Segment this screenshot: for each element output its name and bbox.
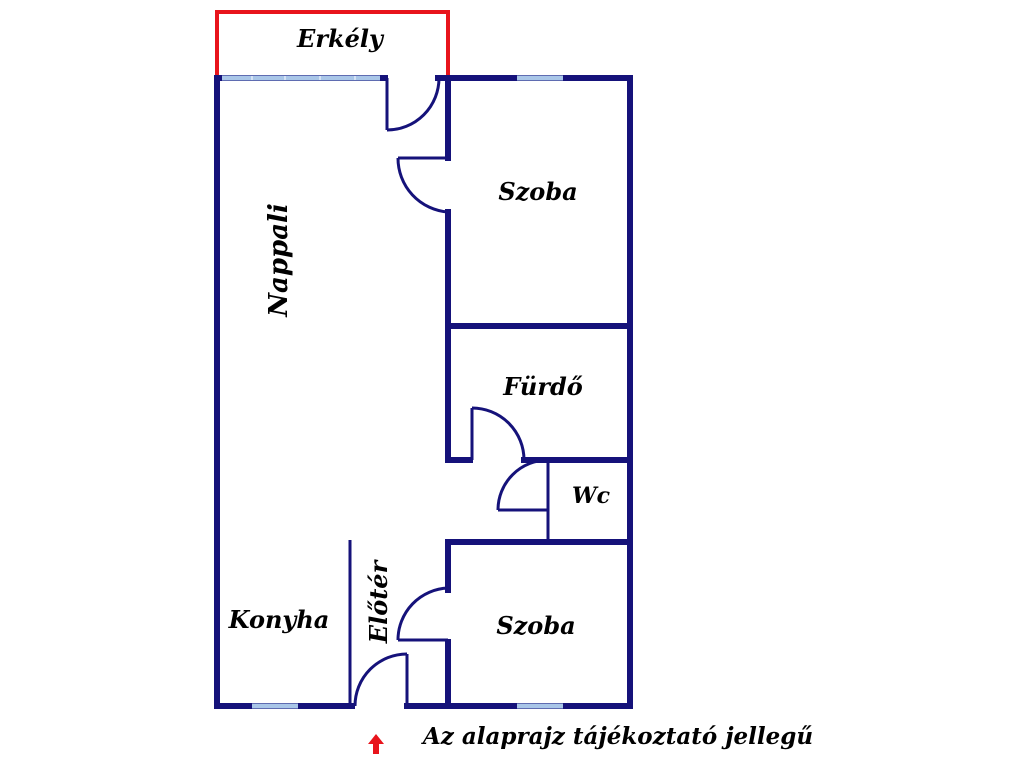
windows xyxy=(222,75,563,709)
room-door-bottom xyxy=(396,586,449,642)
room-label-szoba-bottom: Szoba xyxy=(496,611,575,640)
entrance-arrow-icon xyxy=(368,734,384,754)
doors xyxy=(353,77,549,707)
room-label-wc: Wc xyxy=(572,483,611,509)
balcony-door xyxy=(385,77,441,132)
room-door-top xyxy=(396,156,449,214)
wc-door xyxy=(496,458,549,512)
room-label-erkely: Erkély xyxy=(296,24,385,53)
room-label-eloter: Előtér xyxy=(364,558,393,644)
room-label-nappali: Nappali xyxy=(264,203,294,318)
disclaimer-note: Az alaprajz tájékoztató jellegű xyxy=(421,723,813,750)
room-label-szoba-top: Szoba xyxy=(498,177,577,206)
balcony-outline xyxy=(215,10,450,78)
walls xyxy=(214,75,633,709)
window-mullions xyxy=(251,76,356,80)
room-label-furdo: Fürdő xyxy=(502,372,583,401)
thin-walls xyxy=(348,460,550,706)
entrance-door xyxy=(353,652,409,707)
room-label-konyha: Konyha xyxy=(228,605,330,634)
bathroom-door xyxy=(470,406,526,461)
